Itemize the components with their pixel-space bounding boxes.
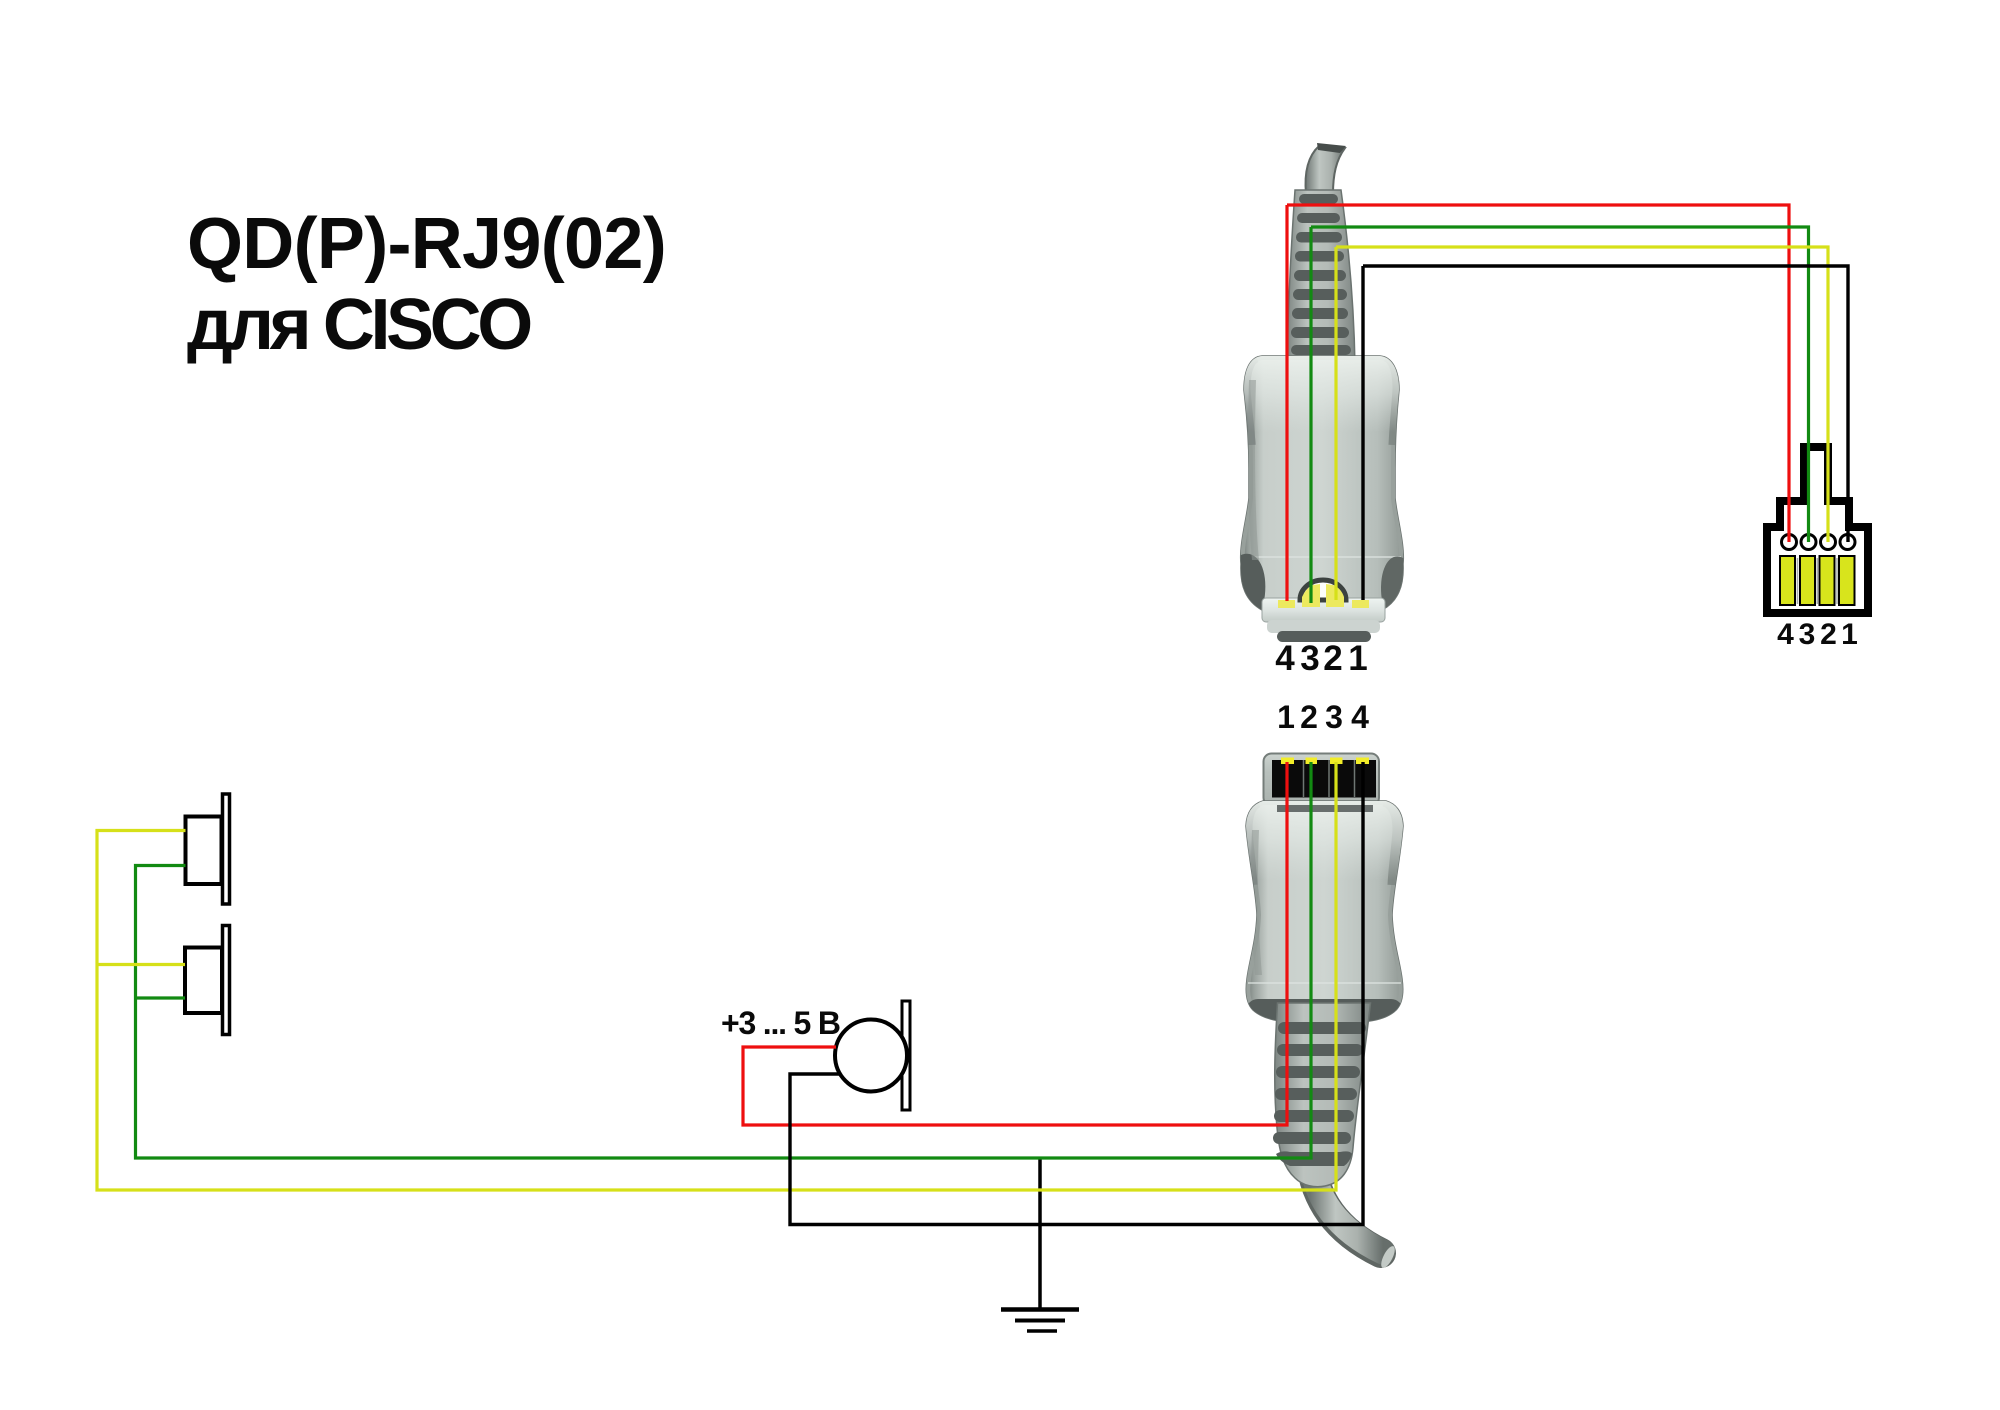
svg-text:2: 2 [1820,618,1837,651]
svg-text:4: 4 [1275,639,1295,678]
svg-text:4: 4 [1351,699,1369,735]
svg-text:3: 3 [1300,639,1319,678]
svg-text:2: 2 [1323,639,1342,678]
svg-text:1: 1 [1277,699,1295,735]
svg-text:+3 ... 5 В: +3 ... 5 В [721,1005,840,1041]
svg-text:3: 3 [1799,618,1816,651]
svg-text:2: 2 [1300,699,1318,735]
svg-text:4: 4 [1777,618,1794,651]
svg-text:1: 1 [1841,618,1858,651]
svg-text:QD(P)-RJ9(02): QD(P)-RJ9(02) [187,204,666,284]
svg-text:3: 3 [1325,699,1343,735]
svg-text:для CISCO: для CISCO [187,285,530,365]
svg-text:1: 1 [1348,639,1367,678]
